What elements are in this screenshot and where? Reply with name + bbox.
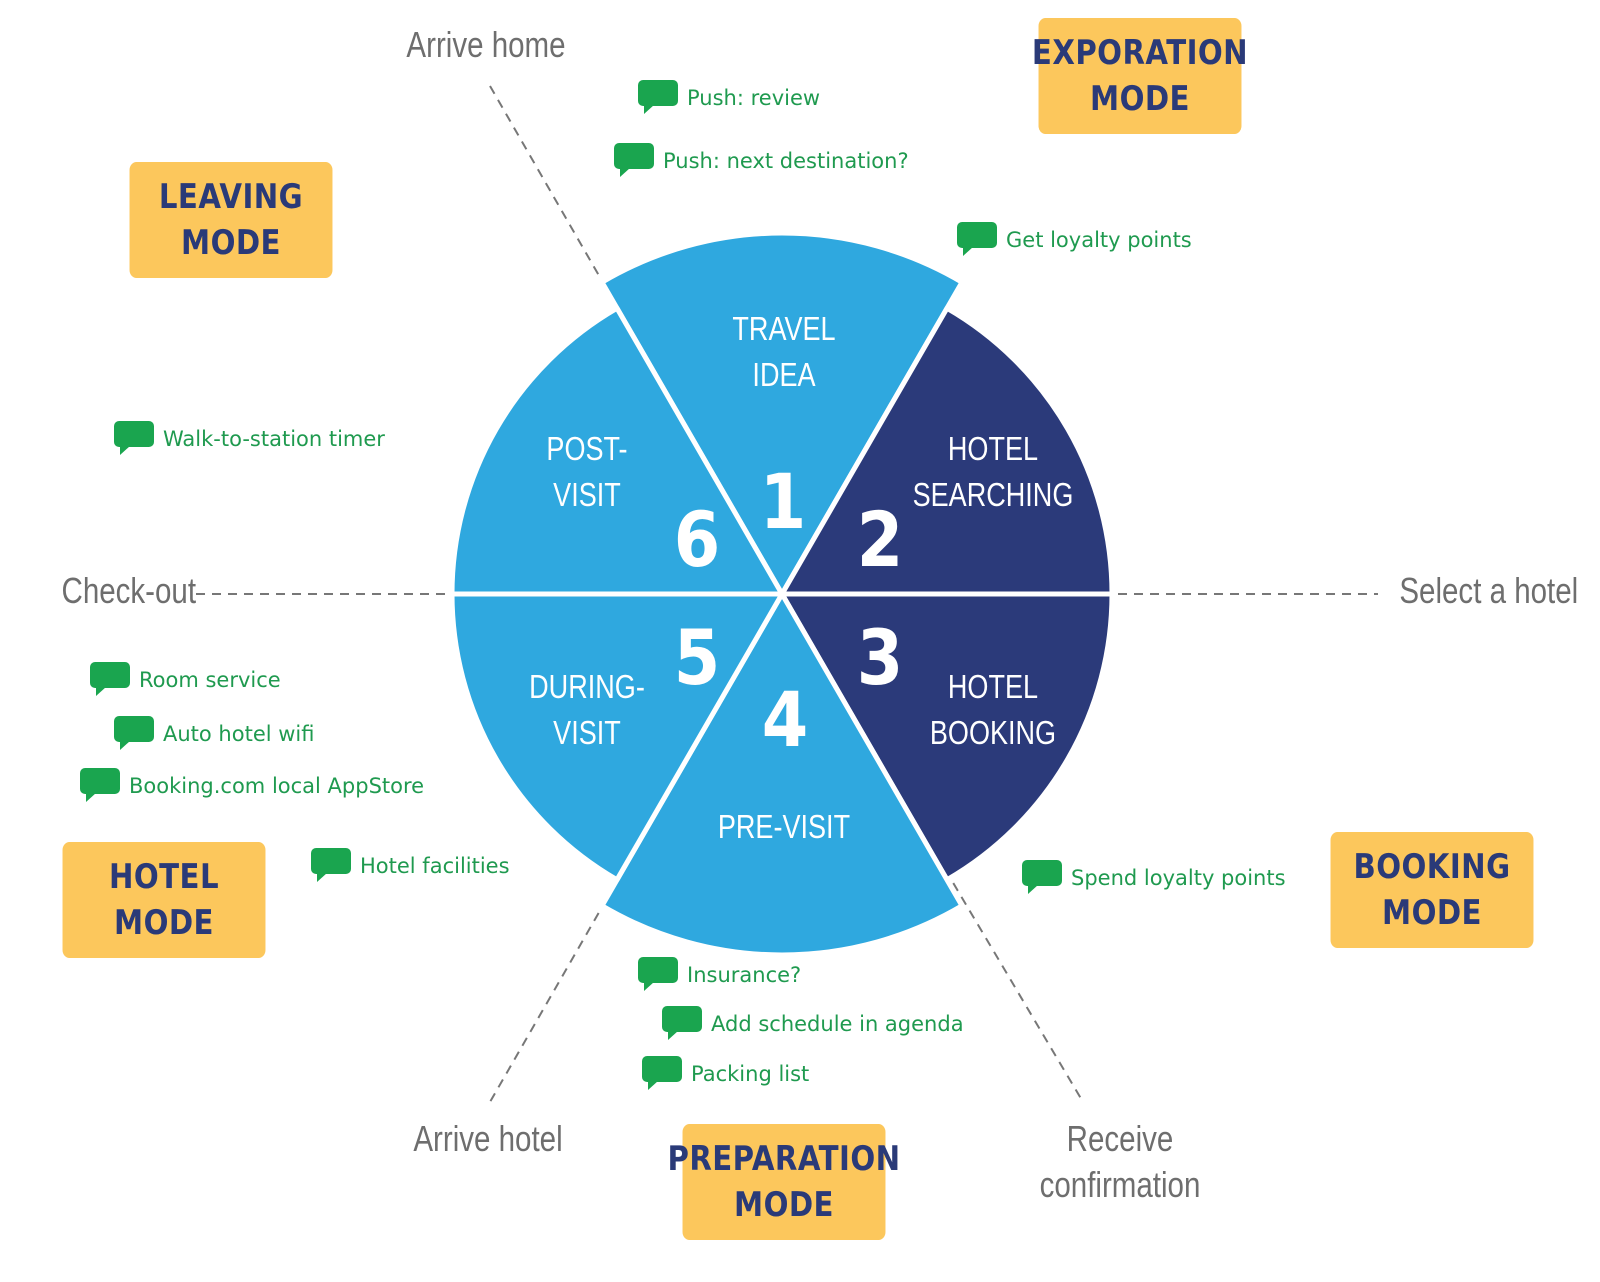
phase-label-6-line1: POST- <box>546 432 627 468</box>
phase-number-2: 2 <box>857 496 904 584</box>
feature-label: Add schedule in agenda <box>711 1012 964 1036</box>
phase-label-5-line2: VISIT <box>553 716 621 752</box>
mode-preparation-line1: PREPARATION <box>667 1139 901 1179</box>
phase-label-6-line2: VISIT <box>553 478 621 514</box>
mode-leaving-line2: MODE <box>181 223 281 263</box>
wheel-segment-2 <box>779 305 1115 597</box>
mode-preparation-line2: MODE <box>734 1185 834 1225</box>
feature-label: Push: review <box>687 86 821 110</box>
wheel-segment-3 <box>779 591 1115 883</box>
feature-label: Booking.com local AppStore <box>129 774 425 798</box>
chat-bubble-icon <box>1022 858 1062 898</box>
chat-bubble-icon <box>114 419 154 459</box>
mode-hotel-line2: MODE <box>114 903 214 943</box>
milestone-select-hotel: Select a hotel <box>1399 570 1579 611</box>
wheel-segment-4 <box>599 591 965 958</box>
phase-label-1-line1: TRAVEL <box>732 312 835 348</box>
mode-booking-line2: MODE <box>1382 893 1482 933</box>
wheel-segment-5 <box>449 591 785 883</box>
feature-push-next-destination: Push: next destination? <box>614 141 909 181</box>
feature-label: Push: next destination? <box>663 149 909 173</box>
milestone-receive-confirmation: Receive confirmation <box>1030 1116 1210 1208</box>
milestone-receive-line2: confirmation <box>1039 1164 1201 1205</box>
chat-bubble-icon <box>642 1054 682 1094</box>
feature-hotel-facilities: Hotel facilities <box>311 846 510 886</box>
chat-bubble-icon <box>957 220 997 260</box>
feature-booking-appstore: Booking.com local AppStore <box>80 766 424 806</box>
phase-label-5-line1: DURING- <box>529 670 645 706</box>
phase-number-1: 1 <box>760 458 807 546</box>
chat-bubble-icon <box>311 846 351 886</box>
chat-bubble-icon <box>614 141 654 181</box>
phase-number-6: 6 <box>674 496 721 584</box>
feature-label: Walk-to-station timer <box>163 427 385 451</box>
mode-exploration-line2: MODE <box>1090 79 1190 119</box>
feature-room-service: Room service <box>90 660 281 700</box>
wheel-segments <box>449 230 1115 958</box>
mode-preparation: PREPARATION MODE <box>667 1124 900 1240</box>
feature-label: Auto hotel wifi <box>163 722 315 746</box>
wheel-segment-6 <box>449 305 785 597</box>
mode-booking-line1: BOOKING <box>1353 847 1511 887</box>
chat-bubble-icon <box>638 78 678 118</box>
mode-booking: BOOKING MODE <box>1330 832 1534 948</box>
phase-label-1-line2: IDEA <box>752 358 816 394</box>
feature-label: Room service <box>139 668 281 692</box>
feature-walk-timer: Walk-to-station timer <box>114 419 385 459</box>
chat-bubble-icon <box>80 766 120 806</box>
feature-label: Get loyalty points <box>1006 228 1192 252</box>
feature-label: Insurance? <box>687 963 802 987</box>
chat-bubble-icon <box>638 955 678 995</box>
phase-label-2-line2: SEARCHING <box>913 478 1074 514</box>
phase-number-3: 3 <box>857 614 904 702</box>
feature-packing-list: Packing list <box>642 1054 809 1094</box>
feature-push-review: Push: review <box>638 78 820 118</box>
chat-bubble-icon <box>662 1004 702 1044</box>
feature-auto-hotel-wifi: Auto hotel wifi <box>114 714 315 754</box>
feature-insurance: Insurance? <box>638 955 801 995</box>
wheel-segment-1 <box>599 230 965 597</box>
phase-number-5: 5 <box>674 614 721 702</box>
chat-bubble-icon <box>114 714 154 754</box>
phase-label-4-line1: PRE-VISIT <box>718 810 850 846</box>
mode-leaving: LEAVING MODE <box>129 162 333 278</box>
feature-add-schedule: Add schedule in agenda <box>662 1004 964 1044</box>
phase-label-3-line1: HOTEL <box>948 670 1038 706</box>
milestone-receive-line1: Receive <box>1066 1118 1174 1159</box>
feature-label: Hotel facilities <box>360 854 510 878</box>
mode-hotel: HOTEL MODE <box>62 842 266 958</box>
milestone-arrive-hotel: Arrive hotel <box>413 1118 563 1159</box>
feature-get-loyalty-points: Get loyalty points <box>957 220 1192 260</box>
phase-label-3-line2: BOOKING <box>930 716 1056 752</box>
milestone-arrive-home: Arrive home <box>406 24 566 65</box>
chat-bubble-icon <box>90 660 130 700</box>
mode-leaving-line1: LEAVING <box>158 177 304 217</box>
feature-label: Spend loyalty points <box>1071 866 1286 890</box>
phase-number-4: 4 <box>762 676 809 764</box>
feature-label: Packing list <box>691 1062 810 1086</box>
mode-exploration: EXPORATION MODE <box>1032 18 1248 134</box>
feature-spend-loyalty-points: Spend loyalty points <box>1022 858 1286 898</box>
phase-label-2-line1: HOTEL <box>948 432 1038 468</box>
mode-hotel-line1: HOTEL <box>108 857 220 897</box>
mode-exploration-line1: EXPORATION <box>1031 33 1249 73</box>
milestone-check-out: Check-out <box>61 570 197 611</box>
